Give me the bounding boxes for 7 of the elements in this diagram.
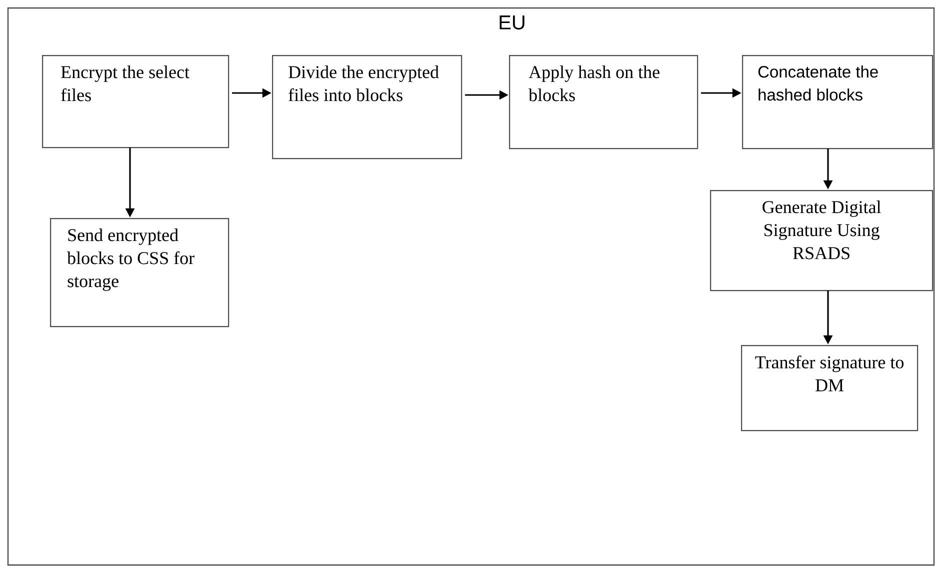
process-box: Generate Digital Signature Using RSADS: [710, 190, 934, 292]
process-box: Send encrypted blocks to CSS for storage: [50, 218, 230, 328]
process-box: Encrypt the select files: [42, 55, 230, 148]
process-box: Divide the encrypted files into blocks: [272, 55, 462, 160]
process-box: Apply hash on the blocks: [509, 55, 698, 150]
process-box: Concatenate the hashed blocks: [742, 55, 934, 150]
process-box: Transfer signature to DM: [741, 345, 918, 432]
